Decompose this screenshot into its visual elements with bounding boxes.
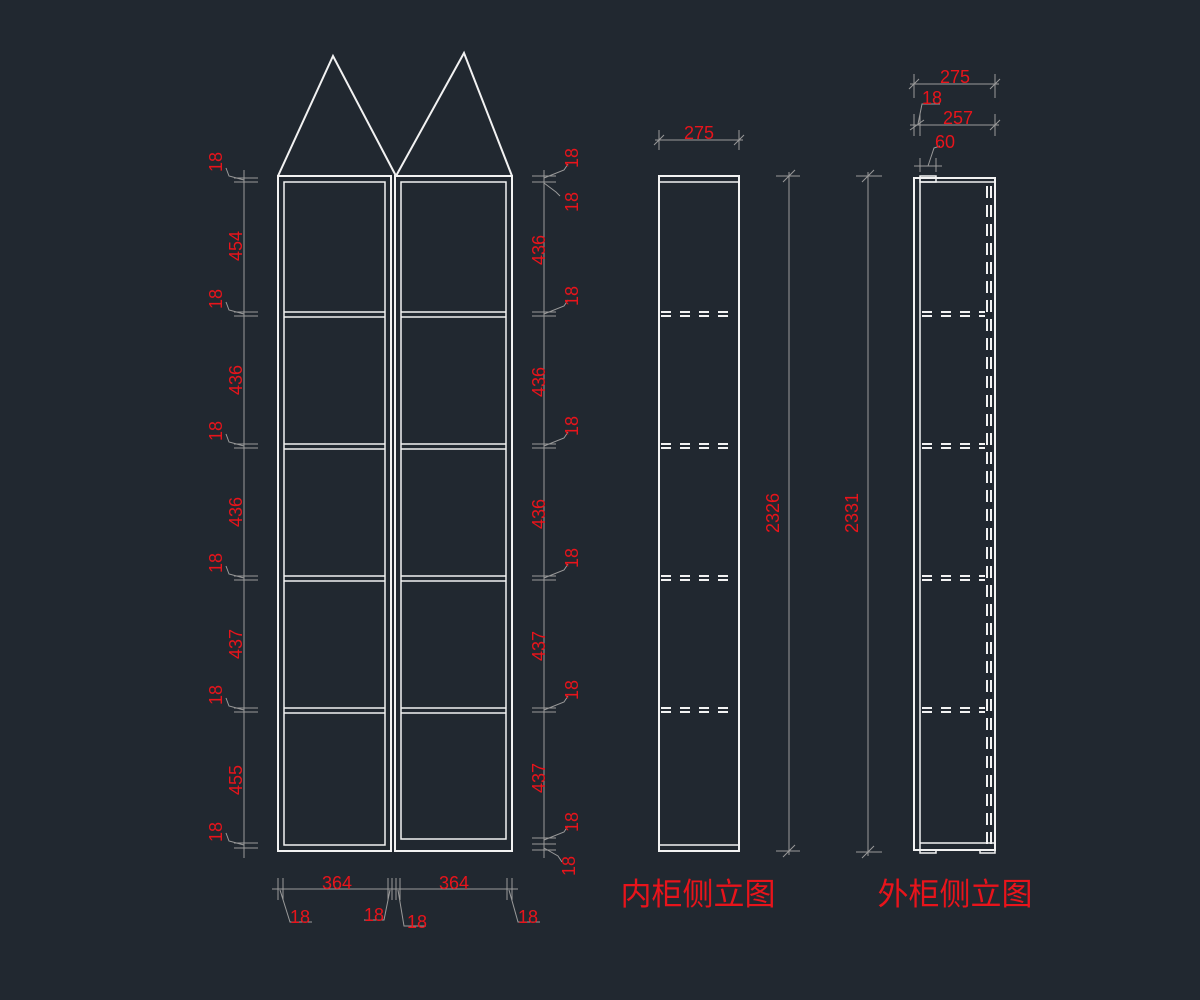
dim-bottom-thick-1: 18 — [290, 907, 310, 927]
dim-left-5: 18 — [206, 421, 226, 441]
dim-left-4: 436 — [226, 365, 246, 395]
dim-left-1: 18 — [206, 152, 226, 172]
dim-right-6: 18 — [562, 416, 582, 436]
outer-height-label: 2331 — [842, 493, 862, 533]
dim-bottom-width-left: 364 — [322, 873, 352, 893]
right-cabinet-outer — [394, 175, 513, 852]
left-cabinet-inner — [283, 181, 386, 846]
outer-back-panel — [986, 186, 992, 845]
dim-right-3: 436 — [529, 235, 549, 265]
inner-side-elevation: 275 2326 内柜侧立图 — [621, 123, 800, 913]
dim-left-7: 18 — [206, 553, 226, 573]
right-dimension-labels: 18 18 436 18 436 18 436 18 437 18 437 18… — [529, 148, 582, 876]
bottom-dimension-labels: 364 364 18 18 18 18 — [290, 873, 538, 932]
inner-depth-dimension — [653, 130, 745, 150]
dim-left-8: 437 — [226, 629, 246, 659]
left-dimension-line — [225, 167, 258, 858]
outer-gap-label: 60 — [935, 132, 955, 152]
dim-right-11: 437 — [529, 763, 549, 793]
dim-left-2: 454 — [226, 231, 246, 261]
dim-right-10: 18 — [562, 680, 582, 700]
left-cabinet-outer — [277, 175, 392, 852]
dim-right-1: 18 — [562, 148, 582, 168]
dim-bottom-thick-2: 18 — [364, 905, 384, 925]
inner-height-dimension — [776, 169, 800, 858]
outer-side-outline — [913, 177, 996, 851]
front-elevation: 18 454 18 436 18 436 18 437 18 455 18 — [206, 50, 582, 932]
outer-top-strip — [919, 175, 937, 183]
inner-height-label: 2326 — [763, 493, 783, 533]
outer-side-shelves — [922, 311, 985, 713]
inner-side-shelves — [661, 311, 737, 713]
bottom-dimension-line — [272, 878, 540, 927]
dim-left-9: 18 — [206, 685, 226, 705]
dim-right-7: 436 — [529, 499, 549, 529]
outer-depth-label: 275 — [940, 67, 970, 87]
dim-right-4: 18 — [562, 286, 582, 306]
dim-right-12: 18 — [562, 812, 582, 832]
dim-right-8: 18 — [562, 548, 582, 568]
dim-right-2: 18 — [562, 192, 582, 212]
dim-bottom-thick-4: 18 — [518, 907, 538, 927]
dim-left-3: 18 — [206, 289, 226, 309]
dim-right-13: 18 — [559, 856, 579, 876]
dim-left-10: 455 — [226, 765, 246, 795]
dim-bottom-width-right: 364 — [439, 873, 469, 893]
outer-depth-dimensions — [908, 74, 1001, 172]
inner-depth-label: 275 — [684, 123, 714, 143]
outer-inner-depth-label: 257 — [943, 108, 973, 128]
outer-foot-right — [979, 849, 996, 854]
roof-left — [277, 53, 397, 177]
dim-right-9: 437 — [529, 631, 549, 661]
front-shelves — [284, 311, 506, 714]
right-cabinet-inner — [400, 181, 507, 840]
dim-left-6: 436 — [226, 497, 246, 527]
outer-panel-label: 18 — [922, 88, 942, 108]
roof-right — [395, 50, 513, 177]
outer-side-title: 外柜侧立图 — [878, 877, 1033, 913]
dim-left-11: 18 — [206, 822, 226, 842]
dim-bottom-thick-3: 18 — [407, 912, 427, 932]
dim-right-5: 436 — [529, 367, 549, 397]
inner-side-outline — [658, 175, 740, 852]
outer-height-dimension — [856, 169, 882, 859]
outer-side-elevation: 275 18 257 60 2331 外柜侧立图 — [842, 67, 1033, 913]
outer-foot-left — [919, 849, 937, 854]
inner-side-title: 内柜侧立图 — [621, 877, 776, 913]
right-dimension-line — [532, 163, 569, 863]
left-dimension-labels: 18 454 18 436 18 436 18 437 18 455 18 — [206, 152, 246, 842]
